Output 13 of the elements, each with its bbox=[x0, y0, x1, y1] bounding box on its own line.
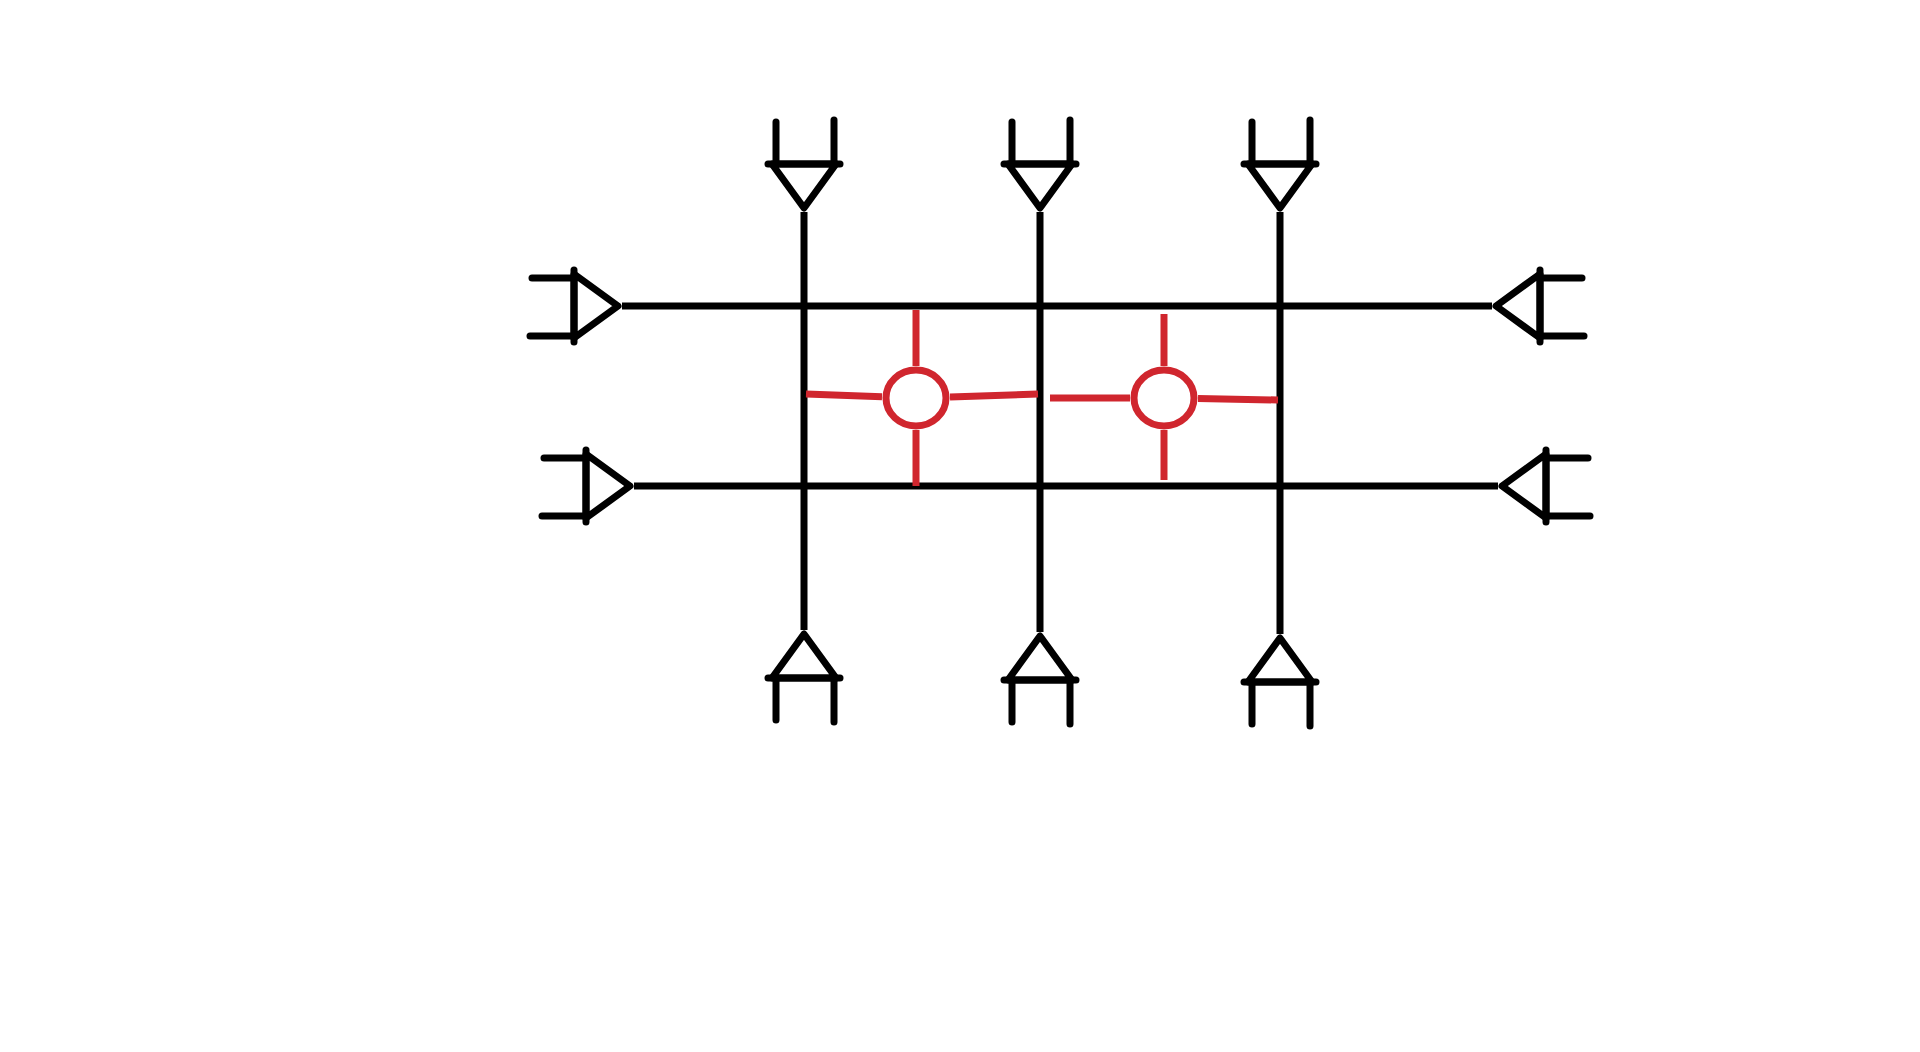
connector-line bbox=[1036, 212, 1044, 632]
connector-line bbox=[1160, 314, 1168, 366]
connector-line bbox=[949, 390, 1039, 401]
connector-line bbox=[1276, 212, 1284, 634]
connector-line bbox=[634, 482, 1498, 490]
connector-line bbox=[805, 390, 883, 401]
connector-line bbox=[912, 430, 920, 486]
connector-line bbox=[1197, 395, 1279, 404]
connector-line bbox=[912, 310, 920, 366]
connector-line bbox=[622, 302, 1492, 310]
connector-line bbox=[800, 212, 808, 630]
connector-line bbox=[1160, 430, 1168, 480]
connector-line bbox=[1050, 394, 1130, 402]
